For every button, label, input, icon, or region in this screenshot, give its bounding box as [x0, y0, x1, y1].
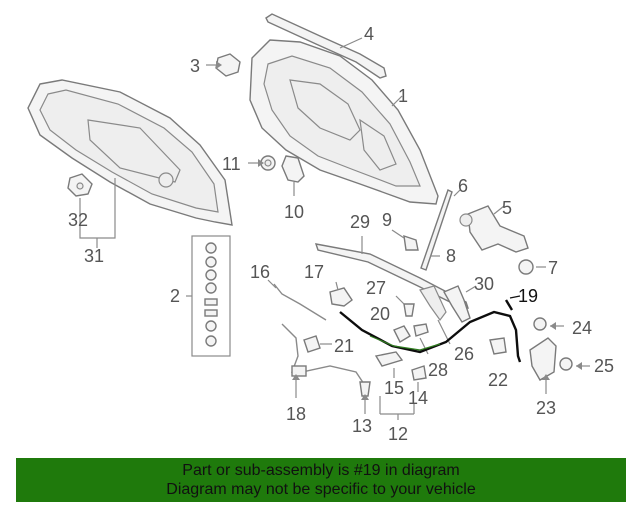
part-24-bolt[interactable] [533, 317, 547, 331]
part-8-strut[interactable] [420, 189, 453, 271]
callout-24[interactable]: 24 [572, 318, 592, 338]
callout-14[interactable]: 14 [408, 388, 428, 408]
part-9-bolt[interactable] [403, 234, 419, 251]
part-20-latch[interactable] [393, 325, 411, 343]
callout-22[interactable]: 22 [488, 370, 508, 390]
callout-7[interactable]: 7 [548, 258, 558, 278]
part-22-clip[interactable] [489, 337, 507, 355]
fitment-notice-banner: Part or sub-assembly is #19 in diagram D… [16, 458, 626, 502]
part-21-lever[interactable] [303, 335, 321, 353]
callout-9[interactable]: 9 [382, 210, 392, 230]
part-23-bracket[interactable] [529, 337, 557, 381]
callout-15[interactable]: 15 [384, 378, 404, 398]
part-17-bracket[interactable] [329, 287, 353, 307]
part-28-clip[interactable] [413, 323, 429, 337]
callout-25[interactable]: 25 [594, 356, 614, 376]
callout-27[interactable]: 27 [366, 278, 386, 298]
part-18-cable[interactable] [281, 323, 365, 385]
callout-28[interactable]: 28 [428, 360, 448, 380]
callout-10[interactable]: 10 [284, 202, 304, 222]
part-26-latch[interactable] [419, 285, 447, 322]
callout-21[interactable]: 21 [334, 336, 354, 356]
callout-17[interactable]: 17 [304, 262, 324, 282]
part-7-bolt[interactable] [518, 259, 534, 275]
callout-16[interactable]: 16 [250, 262, 270, 282]
callout-32[interactable]: 32 [68, 210, 88, 230]
part-15-handle[interactable] [374, 351, 404, 367]
callout-11[interactable]: 11 [222, 154, 241, 174]
part-14-clip[interactable] [411, 365, 427, 381]
callout-19[interactable]: 19 [518, 286, 538, 306]
callout-20[interactable]: 20 [370, 304, 390, 324]
callout-26[interactable]: 26 [454, 344, 474, 364]
callout-6[interactable]: 6 [458, 176, 468, 196]
part-32-clip[interactable] [67, 173, 93, 197]
callout-8[interactable]: 8 [446, 246, 456, 266]
part-27-bolt[interactable] [403, 303, 415, 317]
notice-line-disclaimer: Diagram may not be specific to your vehi… [166, 481, 476, 498]
parts-diagram: 1 2 3 4 5 6 7 8 9 10 11 12 13 14 15 16 1… [27, 13, 614, 444]
part-31-hood-insulator[interactable] [27, 79, 233, 226]
callout-29[interactable]: 29 [350, 212, 370, 232]
part-25-bolt[interactable] [559, 357, 573, 371]
part-4-seal[interactable] [265, 13, 387, 79]
callout-31[interactable]: 31 [84, 246, 104, 266]
part-5-hinge[interactable] [459, 205, 529, 253]
callout-23[interactable]: 23 [536, 398, 556, 418]
callout-4[interactable]: 4 [364, 24, 374, 44]
part-30-bracket[interactable] [443, 285, 471, 323]
part-19-release-cable[interactable] [339, 299, 522, 363]
callout-2[interactable]: 2 [170, 286, 180, 306]
callout-5[interactable]: 5 [502, 198, 512, 218]
callout-30[interactable]: 30 [474, 274, 494, 294]
callout-1[interactable]: 1 [398, 86, 408, 106]
notice-line-part-number: Part or sub-assembly is #19 in diagram [182, 462, 460, 479]
callout-12[interactable]: 12 [388, 424, 408, 444]
callout-13[interactable]: 13 [352, 416, 372, 436]
callout-18[interactable]: 18 [286, 404, 306, 424]
part-1-hood[interactable] [249, 39, 439, 205]
callout-3[interactable]: 3 [190, 56, 200, 76]
part-16-cable[interactable] [273, 283, 327, 321]
part-2-fastener-kit[interactable] [191, 235, 231, 357]
part-13-bolt[interactable] [359, 381, 371, 397]
part-10-bracket[interactable] [281, 155, 305, 183]
